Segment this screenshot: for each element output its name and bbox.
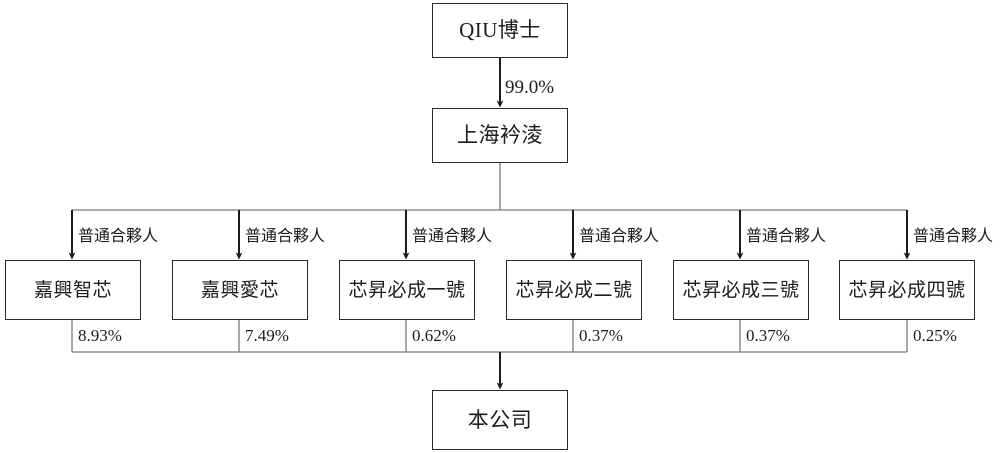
node-holding[interactable]: 上海衿淩 bbox=[432, 108, 568, 163]
edge-label-role-4: 普通合夥人 bbox=[579, 228, 660, 245]
node-company[interactable]: 本公司 bbox=[432, 390, 568, 450]
node-partnership-3-label: 芯昇必成一號 bbox=[348, 279, 466, 301]
edge-label-role-2: 普通合夥人 bbox=[245, 228, 326, 245]
node-partnership-4-label: 芯昇必成二號 bbox=[515, 279, 633, 301]
node-partnership-1[interactable]: 嘉興智芯 bbox=[5, 260, 141, 320]
node-partnership-5[interactable]: 芯昇必成三號 bbox=[673, 260, 809, 320]
edge-label-root-percentage: 99.0% bbox=[505, 77, 555, 98]
edge-label-role-5: 普通合夥人 bbox=[746, 228, 827, 245]
node-partnership-3[interactable]: 芯昇必成一號 bbox=[339, 260, 475, 320]
node-partnership-2-label: 嘉興愛芯 bbox=[200, 279, 279, 301]
node-partnership-5-label: 芯昇必成三號 bbox=[682, 279, 800, 301]
node-root[interactable]: QIU博士 bbox=[432, 3, 568, 58]
edge-label-pct-5: 0.37% bbox=[746, 326, 790, 345]
edge-label-pct-6: 0.25% bbox=[913, 326, 957, 345]
node-root-label: QIU博士 bbox=[459, 18, 541, 42]
node-partnership-6-label: 芯昇必成四號 bbox=[848, 279, 966, 301]
edge-label-role-6: 普通合夥人 bbox=[913, 228, 994, 245]
node-partnership-6[interactable]: 芯昇必成四號 bbox=[839, 260, 975, 320]
edge-label-role-3: 普通合夥人 bbox=[412, 228, 493, 245]
edge-label-pct-4: 0.37% bbox=[579, 326, 623, 345]
edge-label-pct-1: 8.93% bbox=[78, 326, 122, 345]
edge-label-pct-3: 0.62% bbox=[412, 326, 456, 345]
edge-label-role-1: 普通合夥人 bbox=[78, 228, 159, 245]
node-partnership-4[interactable]: 芯昇必成二號 bbox=[506, 260, 642, 320]
node-company-label: 本公司 bbox=[467, 407, 533, 432]
node-partnership-1-label: 嘉興智芯 bbox=[33, 279, 112, 301]
edge-label-pct-2: 7.49% bbox=[245, 326, 289, 345]
node-holding-label: 上海衿淩 bbox=[457, 123, 543, 147]
node-partnership-2[interactable]: 嘉興愛芯 bbox=[172, 260, 308, 320]
